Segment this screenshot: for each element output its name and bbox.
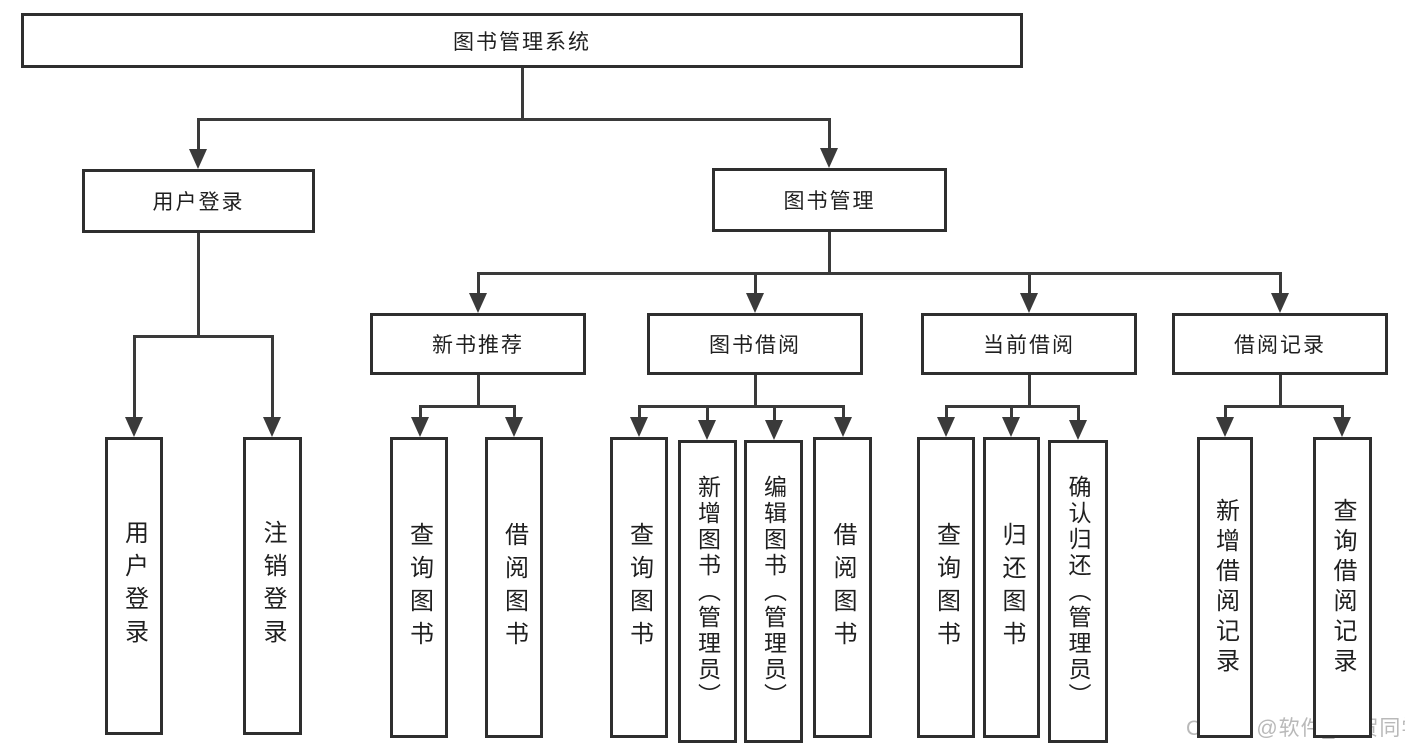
- leaf-user-login-label: 用户登录: [120, 520, 148, 652]
- arrowhead-down-icon: [630, 417, 648, 437]
- node-current-borrowing: 当前借阅: [921, 313, 1137, 375]
- leaf-borrow-books-recommend: 借阅图书: [485, 437, 543, 738]
- arrow-shaft-line: [197, 119, 200, 151]
- leaf-add-borrow-record: 新增借阅记录: [1197, 437, 1253, 738]
- leaf-return-book: 归还图书: [983, 437, 1040, 738]
- connector-trunk-line: [521, 68, 524, 119]
- arrowhead-down-icon: [937, 417, 955, 437]
- leaf-add-book-admin: 新增图书（管理员）: [678, 440, 737, 743]
- arrow-shaft-line: [419, 406, 422, 419]
- arrowhead-down-icon: [469, 293, 487, 313]
- node-borrowing-records-label: 借阅记录: [1234, 334, 1326, 357]
- connector-trunk-line: [197, 233, 200, 336]
- connector-trunk-line: [754, 375, 757, 406]
- leaf-user-login: 用户登录: [105, 437, 163, 735]
- arrowhead-down-icon: [834, 417, 852, 437]
- node-new-book-recommendation-label: 新书推荐: [432, 334, 524, 357]
- leaf-query-books-borrow: 查询图书: [610, 437, 668, 738]
- arrow-shaft-line: [828, 119, 831, 150]
- leaf-return-book-label: 归还图书: [998, 521, 1025, 654]
- connector-bar-line: [419, 405, 516, 408]
- leaf-borrow-books-borrow: 借阅图书: [813, 437, 872, 738]
- leaf-confirm-return-admin-label: 确认归还（管理员）: [1065, 474, 1091, 709]
- node-user-login-label: 用户登录: [152, 191, 245, 214]
- connector-bar-line: [133, 335, 274, 338]
- leaf-edit-book-admin-label: 编辑图书（管理员）: [760, 474, 787, 709]
- leaf-add-borrow-record-label: 新增借阅记录: [1211, 497, 1239, 678]
- arrow-shaft-line: [1077, 406, 1080, 422]
- arrowhead-down-icon: [1069, 420, 1087, 440]
- connector-bar-line: [477, 272, 1282, 275]
- leaf-query-books-current-label: 查询图书: [932, 521, 960, 654]
- leaf-logout: 注销登录: [243, 437, 302, 735]
- arrowhead-down-icon: [1020, 293, 1038, 313]
- arrow-shaft-line: [638, 406, 641, 419]
- connector-bar-line: [638, 405, 845, 408]
- leaf-logout-label: 注销登录: [259, 520, 286, 652]
- root-library-management-system-label: 图书管理系统: [453, 30, 591, 54]
- connector-trunk-line: [828, 232, 831, 273]
- leaf-borrow-books-borrow-label: 借阅图书: [829, 521, 856, 654]
- leaf-query-books-recommend: 查询图书: [390, 437, 448, 738]
- node-current-borrowing-label: 当前借阅: [983, 334, 1075, 357]
- arrow-shaft-line: [271, 336, 274, 419]
- arrow-shaft-line: [477, 273, 480, 295]
- arrowhead-down-icon: [1271, 293, 1289, 313]
- arrow-shaft-line: [706, 406, 709, 422]
- leaf-query-borrow-record: 查询借阅记录: [1313, 437, 1372, 738]
- leaf-query-books-borrow-label: 查询图书: [625, 521, 653, 654]
- leaf-borrow-books-recommend-label: 借阅图书: [500, 521, 528, 654]
- node-book-management: 图书管理: [712, 168, 947, 232]
- node-borrowing-records: 借阅记录: [1172, 313, 1388, 375]
- arrowhead-down-icon: [746, 293, 764, 313]
- arrowhead-down-icon: [1333, 417, 1351, 437]
- arrowhead-down-icon: [1002, 417, 1020, 437]
- arrowhead-down-icon: [765, 420, 783, 440]
- arrowhead-down-icon: [505, 417, 523, 437]
- connector-trunk-line: [477, 375, 480, 406]
- node-new-book-recommendation: 新书推荐: [370, 313, 586, 375]
- node-book-borrowing-label: 图书借阅: [709, 334, 801, 357]
- arrowhead-down-icon: [263, 417, 281, 437]
- leaf-query-borrow-record-label: 查询借阅记录: [1329, 497, 1356, 678]
- root-library-management-system: 图书管理系统: [21, 13, 1023, 68]
- arrowhead-down-icon: [411, 417, 429, 437]
- arrow-shaft-line: [1279, 273, 1282, 295]
- arrow-shaft-line: [133, 336, 136, 419]
- arrowhead-down-icon: [189, 149, 207, 169]
- leaf-add-book-admin-label: 新增图书（管理员）: [694, 474, 721, 709]
- connector-trunk-line: [1279, 375, 1282, 406]
- arrow-shaft-line: [773, 406, 776, 422]
- node-book-borrowing: 图书借阅: [647, 313, 863, 375]
- leaf-query-books-current: 查询图书: [917, 437, 975, 738]
- connector-bar-line: [197, 118, 831, 121]
- node-user-login: 用户登录: [82, 169, 315, 233]
- arrow-shaft-line: [1224, 406, 1227, 419]
- arrow-shaft-line: [945, 406, 948, 419]
- leaf-query-books-recommend-label: 查询图书: [405, 521, 433, 654]
- arrowhead-down-icon: [820, 148, 838, 168]
- connector-bar-line: [1224, 405, 1344, 408]
- arrow-shaft-line: [1341, 406, 1344, 419]
- arrow-shaft-line: [754, 273, 757, 295]
- arrow-shaft-line: [1010, 406, 1013, 419]
- arrow-shaft-line: [1028, 273, 1031, 295]
- arrowhead-down-icon: [1216, 417, 1234, 437]
- arrow-shaft-line: [513, 406, 516, 419]
- arrow-shaft-line: [842, 406, 845, 419]
- connector-trunk-line: [1028, 375, 1031, 406]
- arrowhead-down-icon: [125, 417, 143, 437]
- leaf-confirm-return-admin: 确认归还（管理员）: [1048, 440, 1108, 743]
- node-book-management-label: 图书管理: [783, 190, 876, 213]
- arrowhead-down-icon: [698, 420, 716, 440]
- leaf-edit-book-admin: 编辑图书（管理员）: [744, 440, 803, 743]
